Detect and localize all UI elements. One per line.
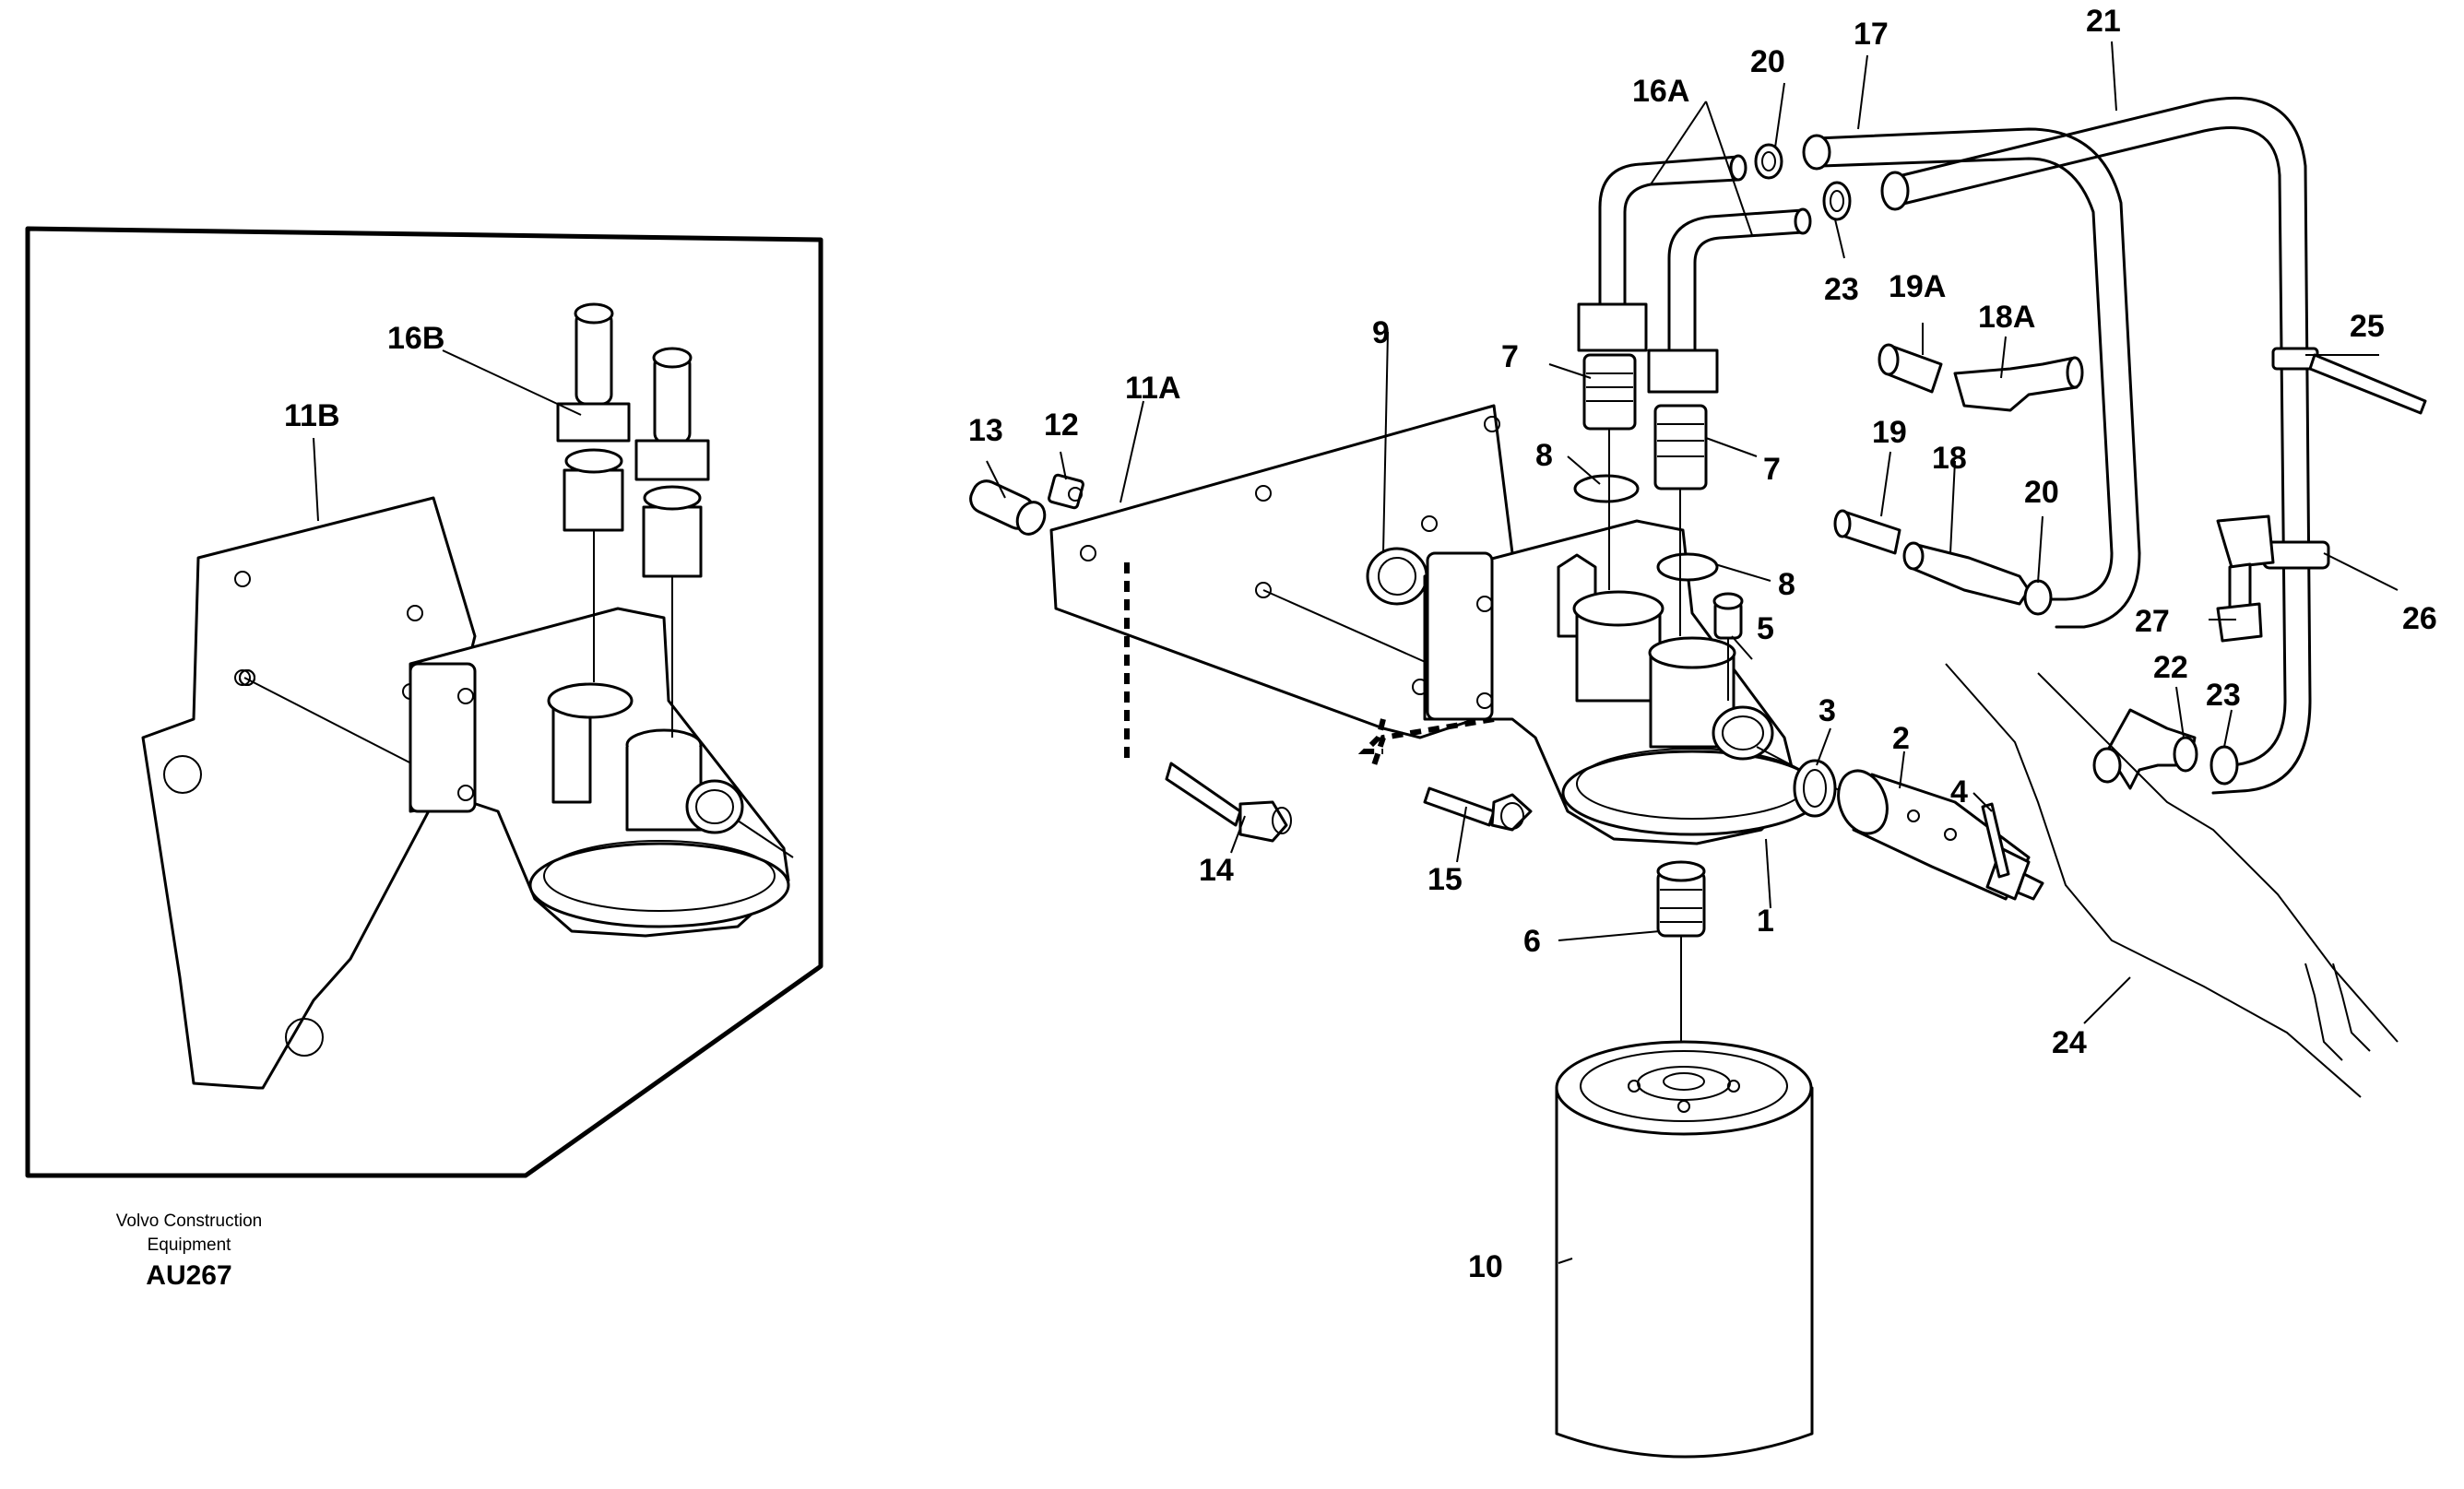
callout-18: 18 <box>1932 441 1967 476</box>
hose-clamp-20 <box>1754 143 1783 180</box>
callout-18a: 18A <box>1978 300 2035 335</box>
callout-3: 3 <box>1818 693 1836 728</box>
leader-lines <box>986 41 2399 1264</box>
callout-11b: 11B <box>284 398 340 433</box>
callout-6: 6 <box>1523 924 1541 959</box>
bracket-11b <box>141 496 477 1090</box>
hose-clamp-23b <box>2209 745 2239 786</box>
callout-19: 19 <box>1872 415 1907 450</box>
callout-22: 22 <box>2153 650 2188 685</box>
hose-21 <box>1880 96 2312 795</box>
callout-23b: 23 <box>2206 678 2241 713</box>
callout-10: 10 <box>1468 1249 1503 1284</box>
callout-23a: 23 <box>1824 272 1859 307</box>
fitting-18 <box>1902 541 2031 606</box>
adapter-19a <box>1878 343 1943 394</box>
oil-filter-10 <box>1555 1040 1814 1459</box>
inset-detail-frame <box>25 226 823 1178</box>
cap-13 <box>969 479 1047 536</box>
callout-20b: 20 <box>2024 475 2059 510</box>
fitting-16b-right <box>634 347 710 738</box>
callout-8a: 8 <box>1535 438 1553 473</box>
o-ring-8-right <box>1656 552 1719 582</box>
screw-15 <box>1423 786 1533 832</box>
filter-head-main <box>1423 519 1845 845</box>
hose-17 <box>1802 127 2141 629</box>
callout-16a: 16A <box>1632 74 1689 109</box>
callout-8b: 8 <box>1778 567 1795 602</box>
callout-24: 24 <box>2052 1025 2087 1060</box>
callout-15: 15 <box>1427 862 1463 897</box>
screw-5 <box>1712 592 1744 701</box>
callout-20a: 20 <box>1750 44 1785 79</box>
nipple-7-left <box>1582 353 1637 590</box>
callout-7a: 7 <box>1501 339 1519 374</box>
callout-9: 9 <box>1372 315 1390 350</box>
callout-19a: 19A <box>1889 269 1946 304</box>
callout-1: 1 <box>1757 904 1774 939</box>
clip-12 <box>1048 473 1084 510</box>
hose-clamp-23 <box>1822 181 1852 221</box>
screw-14 <box>1165 762 1292 843</box>
callout-26: 26 <box>2402 601 2437 636</box>
callout-13: 13 <box>968 413 1003 448</box>
callouts: 1 2 3 4 5 6 7 7 8 8 9 10 11A 11B 12 13 1… <box>284 4 2437 1284</box>
callout-12: 12 <box>1044 408 1079 443</box>
pin-4 <box>1981 802 2010 879</box>
valve-2 <box>1837 769 2044 901</box>
cable-tie-25 <box>2271 347 2427 415</box>
callout-14: 14 <box>1199 853 1234 888</box>
elbow-22 <box>2092 708 2198 790</box>
publisher-caption: Volvo Construction Equipment AU267 <box>116 1211 262 1291</box>
o-ring-9 <box>1366 547 1428 606</box>
caption-line-2: Equipment <box>148 1235 232 1255</box>
callout-5: 5 <box>1757 611 1774 646</box>
drawing-code: AU267 <box>146 1260 231 1291</box>
callout-2: 2 <box>1892 721 1910 756</box>
elbow-18a <box>1953 356 2084 412</box>
hose-clamp-20b <box>2023 579 2053 616</box>
ring-3 <box>1793 759 1837 818</box>
callout-4: 4 <box>1950 774 1968 809</box>
bracket-11a <box>1049 404 1514 766</box>
adapter-19 <box>1833 509 1901 555</box>
nipple-7-right <box>1653 404 1708 636</box>
callout-25: 25 <box>2350 309 2385 344</box>
callout-17: 17 <box>1854 17 1889 52</box>
callout-27: 27 <box>2135 604 2170 639</box>
caption-line-1: Volvo Construction <box>116 1211 262 1231</box>
pipe-16a <box>1577 154 1812 394</box>
o-ring-8-left <box>1573 474 1640 503</box>
nipple-6 <box>1656 860 1706 1069</box>
bolt-27 <box>2216 562 2263 643</box>
clamp-bracket-26 <box>2216 514 2330 570</box>
callout-7b: 7 <box>1763 452 1781 487</box>
engine-outline-24 <box>1945 663 2399 1098</box>
callout-16b: 16B <box>387 321 444 356</box>
callout-11a: 11A <box>1125 371 1181 406</box>
callout-21: 21 <box>2086 4 2121 39</box>
